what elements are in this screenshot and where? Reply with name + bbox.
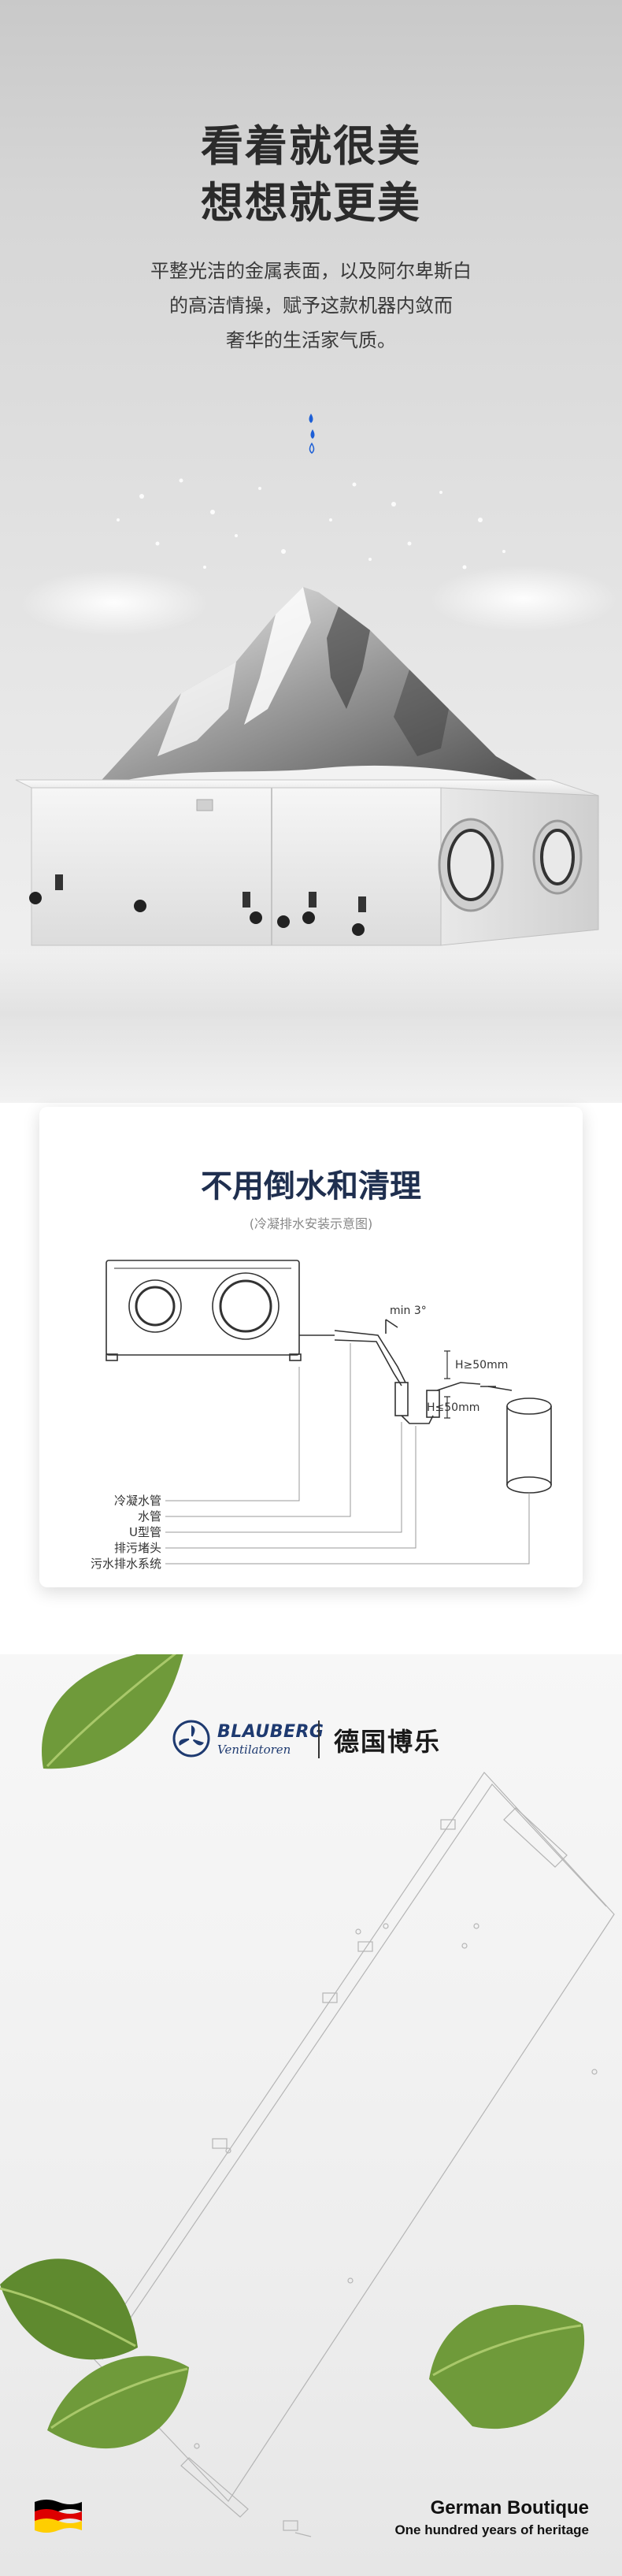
hero-description-line-1: 平整光洁的金属表面，以及阿尔卑斯白 bbox=[150, 260, 472, 282]
hero-title-line-2: 想想就更美 bbox=[201, 178, 421, 228]
drainage-subtitle: (冷凝排水安装示意图) bbox=[249, 1216, 373, 1231]
leaf-top-left bbox=[42, 1654, 183, 1769]
slope-label: min 3° bbox=[390, 1305, 427, 1317]
legend-condensate-pipe: 冷凝水管 bbox=[114, 1494, 161, 1508]
drainage-diagram: min 3° H≥50mm H≤50mm 冷凝水管 水管 U型管 排污堵头 污水… bbox=[91, 1260, 552, 1571]
brand-logo-name: BLAUBERG bbox=[217, 1722, 324, 1742]
height-min-label: H≥50mm bbox=[455, 1359, 508, 1372]
german-flag-icon bbox=[35, 2500, 82, 2533]
drainage-card: 不用倒水和清理 (冷凝排水安装示意图) bbox=[39, 1107, 583, 1587]
hero-description-line-3: 奢华的生活家气质。 bbox=[226, 329, 396, 351]
height-max-label: H≤50mm bbox=[427, 1401, 479, 1414]
brand-divider bbox=[318, 1720, 320, 1758]
brand-header: BLAUBERG Ventilatoren 德国博乐 bbox=[0, 1717, 622, 1765]
floor-reflection bbox=[0, 953, 622, 1103]
hero-title: 看着就很美 想想就更美 bbox=[0, 118, 622, 232]
legend-water-pipe: 水管 bbox=[138, 1509, 161, 1524]
splash-particles bbox=[117, 478, 505, 570]
product-illustration bbox=[15, 414, 618, 946]
footer-title: German Boutique bbox=[430, 2497, 589, 2518]
footer-tagline: One hundred years of heritage bbox=[394, 2522, 589, 2537]
brand-logo-tagline: Ventilatoren bbox=[217, 1743, 291, 1757]
hero-title-line-1: 看着就很美 bbox=[201, 121, 421, 171]
hero-description-line-2: 的高洁情操，赋予这款机器内敛而 bbox=[169, 295, 453, 317]
unit-sketch-illustration bbox=[0, 1654, 615, 2537]
legend-drain-plug: 排污堵头 bbox=[114, 1541, 161, 1555]
brand-name-cn: 德国博乐 bbox=[334, 1727, 442, 1757]
leaf-bottom-left bbox=[0, 2259, 189, 2449]
ventilation-unit-illustration bbox=[15, 779, 599, 946]
fan-logo-icon bbox=[172, 1720, 210, 1758]
hero-description: 平整光洁的金属表面，以及阿尔卑斯白 的高洁情操，赋予这款机器内敛而 奢华的生活家… bbox=[0, 254, 622, 358]
legend-sewage-system: 污水排水系统 bbox=[91, 1557, 161, 1571]
brand-section: BLAUBERG Ventilatoren 德国博乐 bbox=[0, 1654, 622, 2576]
water-drop-icon bbox=[309, 414, 315, 454]
mist-right bbox=[429, 566, 618, 632]
leaf-bottom-right bbox=[429, 2304, 585, 2429]
drainage-title: 不用倒水和清理 bbox=[201, 1168, 421, 1204]
hero-section: 看着就很美 想想就更美 平整光洁的金属表面，以及阿尔卑斯白 的高洁情操，赋予这款… bbox=[0, 0, 622, 1103]
mist-left bbox=[20, 570, 209, 636]
legend-u-trap: U型管 bbox=[129, 1525, 161, 1539]
